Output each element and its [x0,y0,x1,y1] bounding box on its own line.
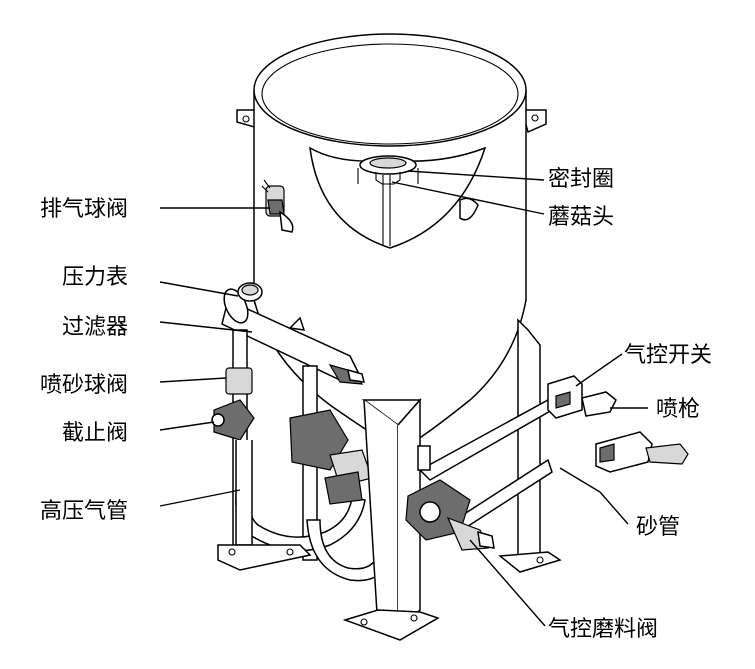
label-high-pressure-air-pipe: 高压气管 [40,499,128,524]
label-mushroom-head: 蘑菇头 [548,205,614,230]
legs [217,318,562,641]
callout-labels: 排气球阀 压力表 过滤器 喷砂球阀 截止阀 高压气管 密封圈 蘑菇头 气控开关 … [40,167,712,642]
spray-gun-assembly [547,375,689,473]
label-spray-gun: 喷枪 [656,397,700,422]
label-sand-pipe: 砂管 [636,515,680,540]
leader-lines [159,170,648,627]
filter-assembly [221,282,365,385]
label-pressure-gauge: 压力表 [62,265,128,290]
label-exhaust-ball-valve: 排气球阀 [40,197,128,222]
label-sand-ball-valve: 喷砂球阀 [40,373,128,398]
label-air-control-switch: 气控开关 [624,343,712,368]
sand-pipe-assembly [405,398,553,551]
label-air-control-abrasive-valve: 气控磨料阀 [548,617,658,642]
label-filter: 过滤器 [62,315,128,340]
label-stop-valve: 截止阀 [62,421,128,446]
exhaust-ball-valve [261,179,294,233]
label-seal-ring: 密封圈 [548,167,614,192]
tank [236,33,547,451]
